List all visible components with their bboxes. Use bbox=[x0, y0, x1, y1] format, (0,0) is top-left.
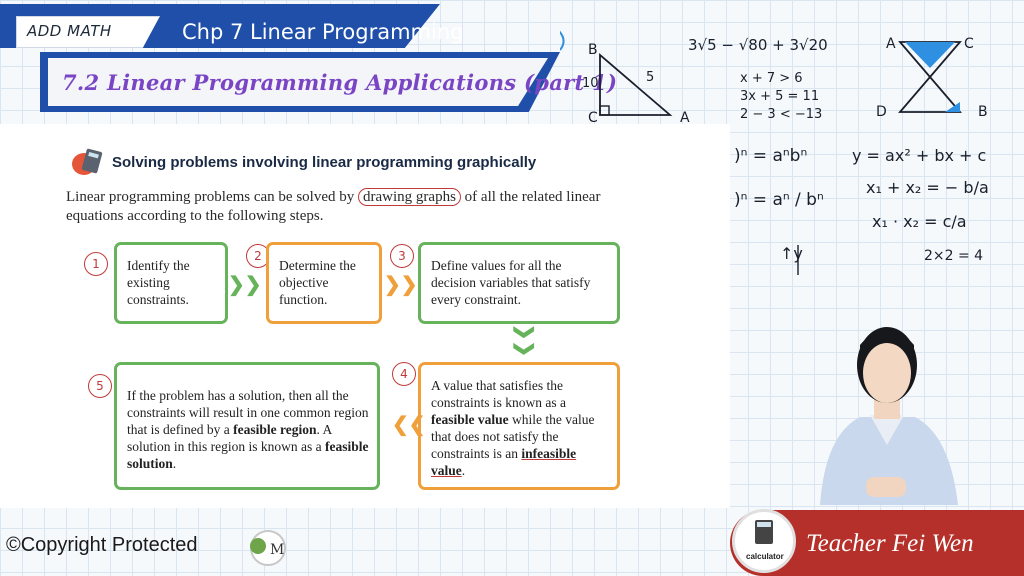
step-box-4: A value that satisfies the constraints i… bbox=[418, 362, 620, 490]
teacher-video bbox=[820, 327, 958, 505]
step-text-4: A value that satisfies the constraints i… bbox=[431, 377, 609, 479]
step-4-bold-term: infeasible value bbox=[431, 446, 577, 478]
section-heading: Solving problems involving linear progra… bbox=[70, 146, 536, 178]
calculator-icon bbox=[70, 146, 104, 178]
step-4-text-part: while the value that does not satisfy th… bbox=[431, 412, 595, 461]
copyright-label: ©Copyright Protected bbox=[6, 534, 198, 556]
system-line-3: 2 − 3 < −13 bbox=[740, 107, 823, 122]
teacher-name: Teacher Fei Wen bbox=[806, 530, 974, 557]
system-line-1: x + 7 > 6 bbox=[740, 71, 803, 86]
step-text-3: Define values for all the decision varia… bbox=[431, 258, 591, 307]
arrow-right-icon: ❯❯ bbox=[384, 274, 418, 296]
step-5-text-part: . A solution in this region is known as … bbox=[127, 422, 332, 454]
step-box-2: Determine the objective function. bbox=[266, 242, 382, 324]
step-box-3: Define values for all the decision varia… bbox=[418, 242, 620, 324]
calculator-badge bbox=[732, 509, 796, 573]
arrow-left-icon: ❮❮ bbox=[392, 414, 426, 436]
y-axis-label: ↑y bbox=[780, 244, 803, 263]
hourglass-label-a: A bbox=[886, 36, 896, 52]
subtitle-inner bbox=[48, 58, 548, 106]
subject-tag-label: ADD MATH bbox=[27, 22, 112, 40]
intro-circled-phrase: drawing graphs bbox=[358, 188, 461, 206]
step-text-1: Identify the existing constraints. bbox=[127, 258, 190, 307]
step-4-text-part: . bbox=[461, 463, 466, 478]
inequality-system: x + 7 > 6 3x + 5 = 11 2 − 3 < −13 bbox=[740, 70, 822, 124]
step-box-1: Identify the existing constraints. bbox=[114, 242, 228, 324]
step-number-3: 3 bbox=[390, 244, 414, 268]
step-text-5: If the problem has a solution, then all … bbox=[127, 387, 369, 472]
vertex-label-a: A bbox=[680, 110, 690, 126]
chapter-title: Chp 7 Linear Programming bbox=[182, 20, 464, 44]
exponent-rule-1: )ⁿ = aⁿbⁿ bbox=[734, 146, 808, 166]
vertex-label-b: B bbox=[588, 42, 598, 58]
exponent-rule-2: )ⁿ = aⁿ / bⁿ bbox=[734, 190, 824, 210]
hourglass-label-d: D bbox=[876, 104, 887, 120]
step-text-2: Determine the objective function. bbox=[279, 258, 356, 307]
arrow-right-icon: ❯❯ bbox=[228, 274, 262, 296]
hourglass-label-c: C bbox=[964, 36, 974, 52]
intro-text-a: Linear programming problems can be solve… bbox=[66, 189, 359, 205]
step-number-1: 1 bbox=[84, 252, 108, 276]
step-5-bold-term: feasible solution bbox=[127, 439, 369, 471]
step-number-4: 4 bbox=[392, 362, 416, 386]
step-5-bold-term: feasible region bbox=[233, 422, 317, 437]
quadratic-formula: y = ax² + bx + c bbox=[852, 146, 987, 165]
side-length-5: 5 bbox=[646, 70, 655, 85]
step-5-text-part: . bbox=[172, 456, 177, 471]
logo-icon: M bbox=[250, 530, 286, 566]
step-number-5: 5 bbox=[88, 374, 112, 398]
side-length-10: 10 bbox=[582, 76, 599, 91]
system-line-2: 3x + 5 = 11 bbox=[740, 89, 820, 104]
section-title: Solving problems involving linear progra… bbox=[112, 153, 537, 171]
lesson-title: 7.2 Linear Programming Applications (par… bbox=[62, 70, 618, 95]
vertex-label-c: C bbox=[588, 110, 598, 126]
sum-of-roots: x₁ + x₂ = − b/a bbox=[866, 178, 989, 197]
two-times-two: 2×2 = 4 bbox=[924, 248, 984, 264]
math-sketches bbox=[560, 30, 962, 275]
step-4-bold-term: feasible value bbox=[431, 412, 509, 427]
step-4-text-part: A value that satisfies the constraints i… bbox=[431, 378, 566, 410]
product-of-roots: x₁ · x₂ = c/a bbox=[872, 212, 967, 231]
calculator-label: calculator bbox=[746, 552, 784, 561]
step-box-5: If the problem has a solution, then all … bbox=[114, 362, 380, 490]
intro-text-b: of all the related linear equations acco… bbox=[66, 189, 601, 224]
svg-text:M: M bbox=[270, 542, 284, 558]
intro-paragraph: Linear programming problems can be solve… bbox=[66, 188, 636, 226]
surd-expression: 3√5 − √80 + 3√20 bbox=[688, 36, 828, 54]
arrow-down-icon: ❯❯ bbox=[513, 323, 536, 358]
step-5-text-part: If the problem has a solution, then all … bbox=[127, 388, 369, 437]
hourglass-label-b: B bbox=[978, 104, 988, 120]
copyright-text: ©Copyright Protected bbox=[6, 534, 198, 557]
subject-tag: ADD MATH bbox=[16, 16, 160, 48]
